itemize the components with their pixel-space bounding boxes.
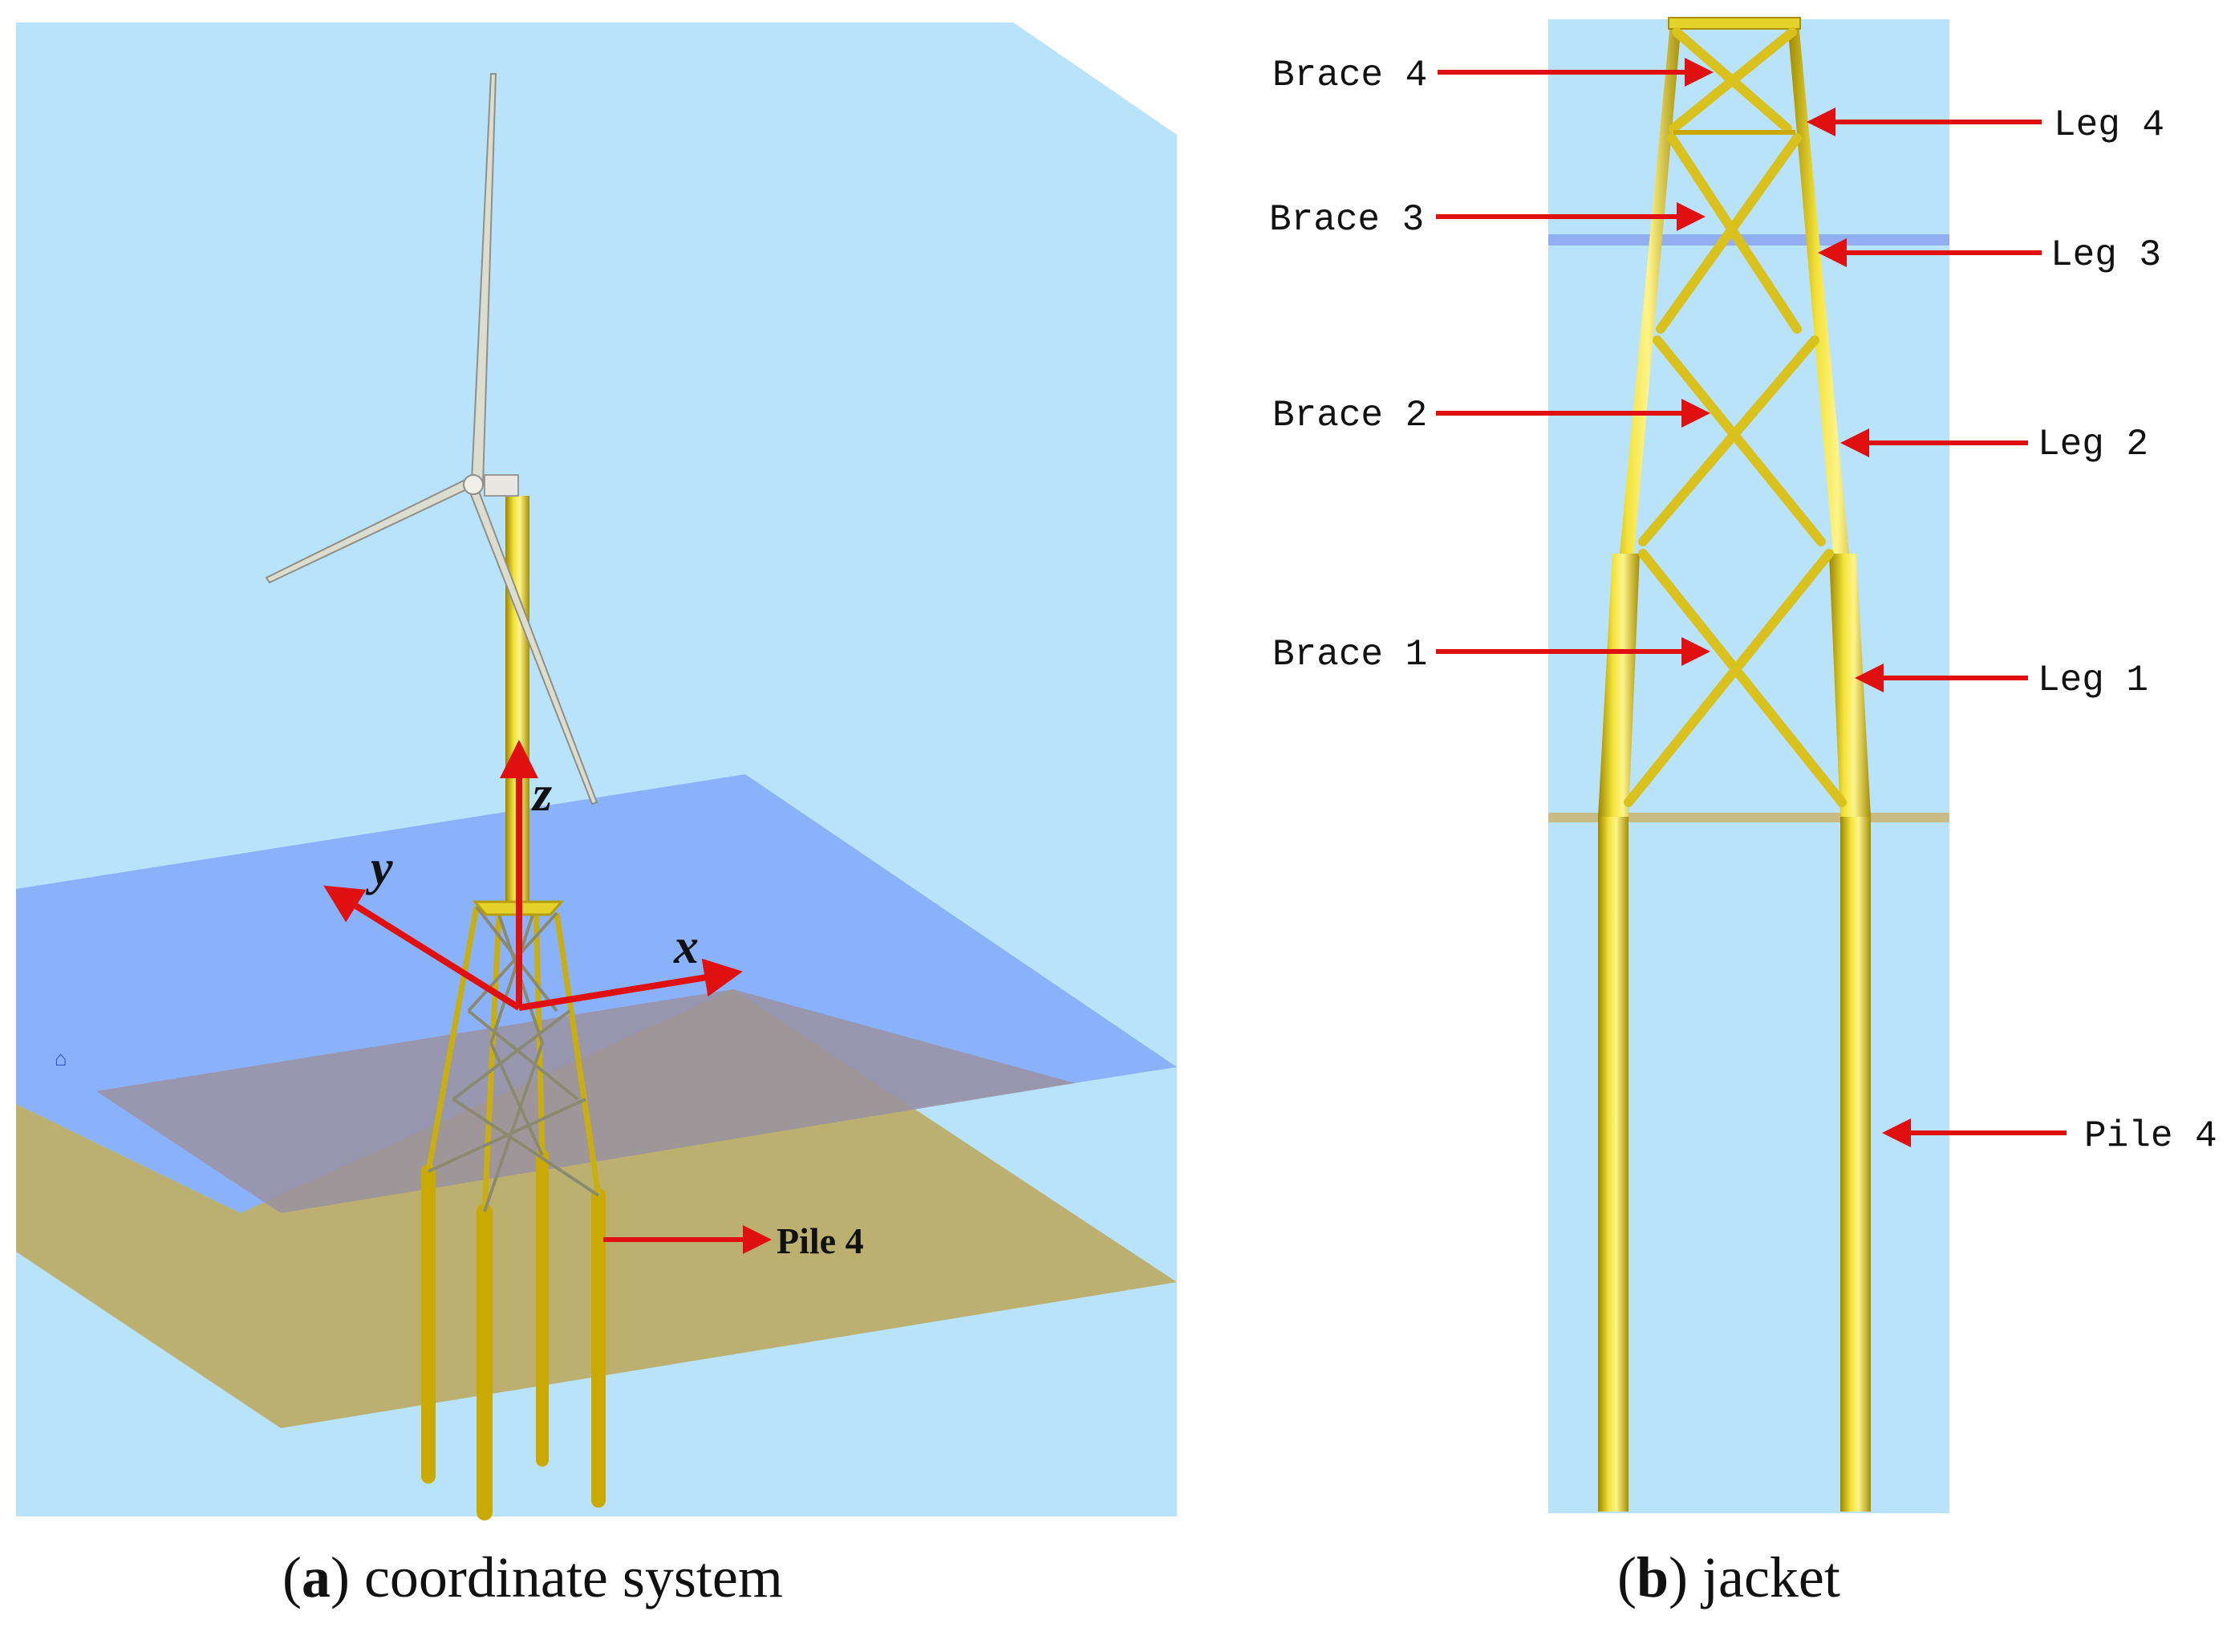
x-axis	[518, 958, 743, 1011]
pile4-label-b: Pile 4	[2084, 1115, 2217, 1157]
coordinate-axes	[323, 740, 743, 1011]
leg3-label: Leg 3	[2050, 234, 2161, 276]
caption-b: (b) jacket	[1617, 1545, 1840, 1609]
water-line-b	[1548, 234, 1949, 246]
piles-a	[421, 1149, 606, 1520]
caption-a: (a) coordinate system	[282, 1545, 783, 1609]
caption-a-text: coordinate system	[363, 1545, 783, 1609]
annotation-labels-b: Brace 4 Brace 3 Brace 2 Brace 1 Leg 4 Le…	[1269, 55, 2217, 1157]
caption-a-letter: a	[301, 1545, 331, 1609]
pile-left-b	[1598, 817, 1629, 1512]
leg2-label: Leg 2	[2038, 424, 2148, 465]
caption-b-letter: b	[1636, 1545, 1669, 1609]
brace2-label: Brace 2	[1272, 395, 1427, 436]
brace4-label: Brace 4	[1272, 55, 1427, 96]
y-axis	[323, 885, 521, 1011]
panel-a: z y x Pile 4 ⌂	[16, 22, 1177, 1520]
pile4-label-a: Pile 4	[777, 1220, 864, 1261]
rotor-blades	[265, 73, 598, 806]
pile-right-b	[1840, 817, 1871, 1512]
caption-b-text: jacket	[1702, 1545, 1840, 1609]
z-axis-label: z	[531, 767, 552, 822]
brace3-label: Brace 3	[1269, 199, 1424, 241]
origin-marker-icon: ⌂	[55, 1047, 67, 1070]
nacelle	[484, 474, 519, 497]
jacket-braces-b	[1624, 27, 1847, 807]
jacket-legs-b	[1598, 22, 1871, 817]
x-axis-label: x	[673, 919, 699, 974]
jacket-top-b	[1668, 17, 1801, 30]
brace1-label: Brace 1	[1272, 634, 1427, 676]
panel-b: Brace 4 Brace 3 Brace 2 Brace 1 Leg 4 Le…	[1269, 17, 2217, 1513]
annotation-arrows-b	[1436, 58, 2067, 1147]
leg1-label: Leg 1	[2038, 660, 2148, 701]
jacket-a	[425, 904, 602, 1212]
leg4-label: Leg 4	[2054, 104, 2164, 146]
